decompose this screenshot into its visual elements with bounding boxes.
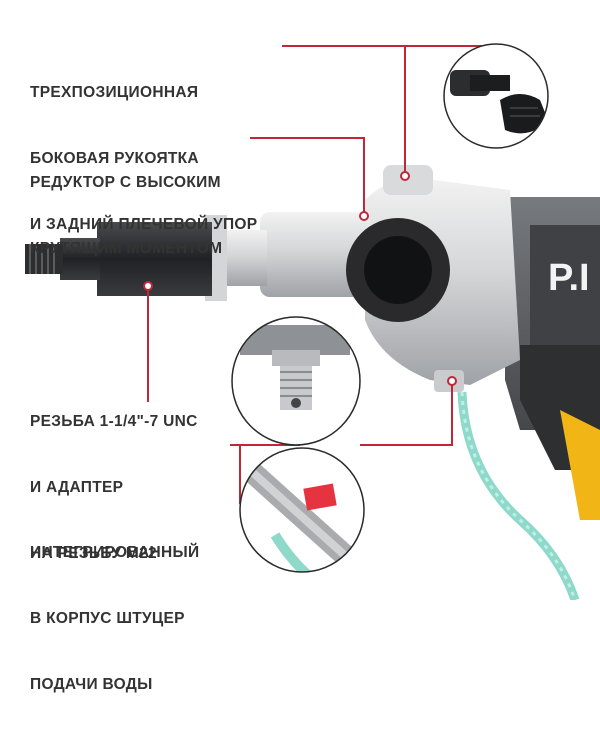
spindle-adapter	[25, 215, 267, 301]
product-infographic: P.I	[25, 38, 600, 693]
callout-lines	[147, 45, 487, 504]
callout-line: В КОРПУС ШТУЦЕР	[30, 610, 185, 627]
callout-thread: РЕЗЬБА 1-1/4"-7 UNC И АДАПТЕР НА РЕЗЬБУ …	[30, 367, 198, 609]
callout-line: РЕДУКТОР С ВЫСОКИМ	[30, 174, 221, 191]
zoom-circle-handle	[443, 43, 549, 149]
callout-line: КРУТЯЩИМ МОМЕНТОМ	[30, 240, 223, 257]
brand-text: P.I	[548, 257, 590, 299]
zoom-circle-water-fitting	[239, 447, 365, 573]
zoom-circle-thread	[231, 316, 361, 446]
callout-line: И ЗАДНИЙ ПЛЕЧЕВОЙ УПОР	[30, 216, 258, 233]
callout-line: ПОДАЧИ ВОДЫ	[30, 676, 153, 693]
trigger	[560, 410, 600, 520]
callout-line: НА РЕЗЬБУ М22	[30, 545, 157, 562]
callout-water-fitting: ИНТЕГРИРОВАННЫЙ В КОРПУС ШТУЦЕР ПОДАЧИ В…	[30, 498, 199, 740]
motor-housing: P.I	[505, 197, 600, 520]
callout-line: РЕЗЬБА 1-1/4"-7 UNC	[30, 413, 198, 430]
callout-line: И АДАПТЕР	[30, 479, 124, 496]
callout-gearbox: РЕДУКТОР С ВЫСОКИМ КРУТЯЩИМ МОМЕНТОМ	[30, 128, 222, 304]
drill-illustration: P.I	[25, 43, 600, 600]
callout-line: БОКОВАЯ РУКОЯТКА	[30, 150, 199, 167]
callout-dots	[143, 171, 457, 386]
callout-line: ТРЕХПОЗИЦИОННАЯ	[30, 84, 199, 101]
callout-side-handle: ТРЕХПОЗИЦИОННАЯ БОКОВАЯ РУКОЯТКА И ЗАДНИ…	[30, 38, 257, 280]
callout-line: ИНТЕГРИРОВАННЫЙ	[30, 544, 200, 561]
